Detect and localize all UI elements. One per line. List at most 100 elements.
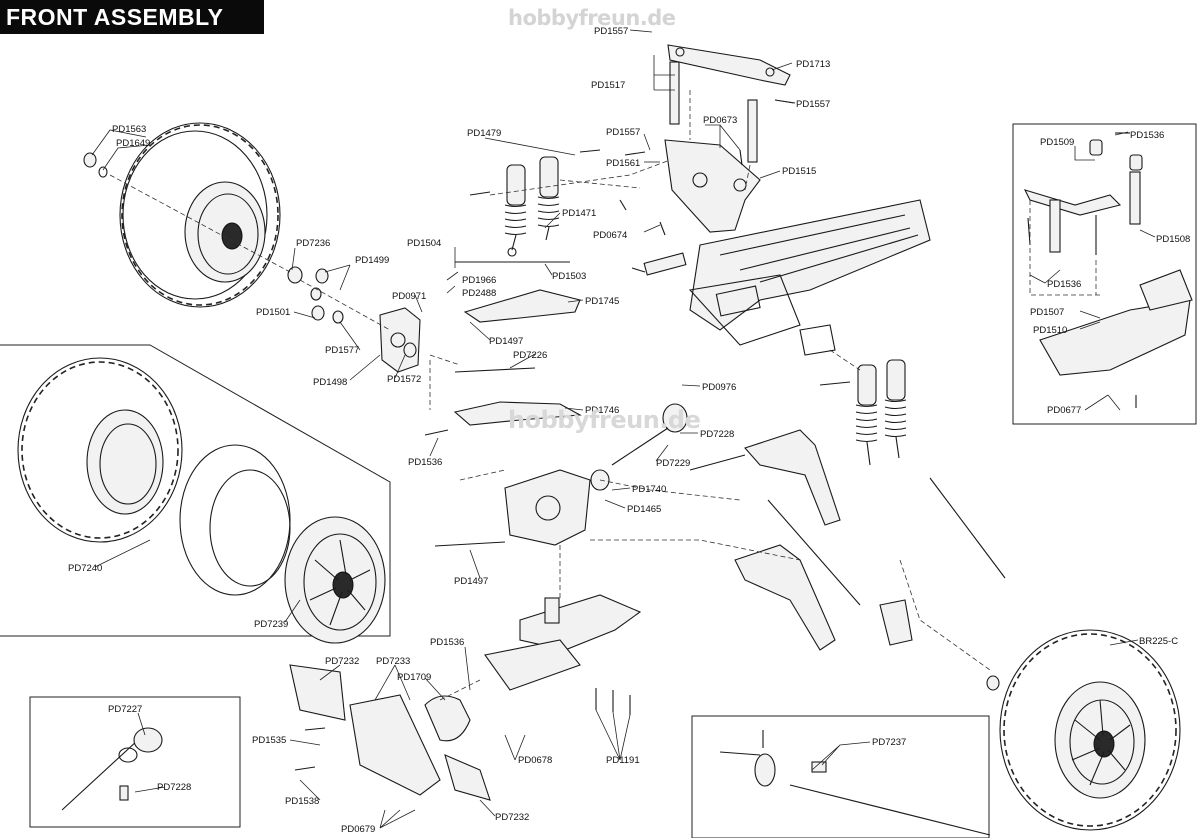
label-pd1497-upper: PD1497 — [489, 336, 523, 347]
label-pd0971: PD0971 — [392, 291, 426, 302]
front-shock-pair — [504, 156, 560, 257]
label-pd0674: PD0674 — [593, 230, 627, 241]
label-pd1740: PD1740 — [632, 484, 666, 495]
bearings-pd1499 — [287, 266, 417, 358]
label-pd1536-bumper: PD1536 — [430, 637, 464, 648]
label-pd1536-inset: PD1536 — [1130, 130, 1164, 141]
front-gearbox — [504, 469, 591, 546]
label-pd1538: PD1538 — [285, 796, 319, 807]
label-pd1499: PD1499 — [355, 255, 389, 266]
tie-rod — [929, 477, 1006, 579]
rear-shock-mount-inset — [1012, 123, 1197, 425]
label-pd7232-lower: PD7232 — [495, 812, 529, 823]
label-pd1745: PD1745 — [585, 296, 619, 307]
label-pd7232-upper: PD7232 — [325, 656, 359, 667]
watermark-center: hobbyfreun.de — [508, 406, 701, 434]
label-pd2488: PD2488 — [462, 288, 496, 299]
driveshaft-pd7229 — [611, 427, 669, 466]
label-pd1479: PD1479 — [467, 128, 501, 139]
hex-nut — [83, 152, 97, 168]
rear-shock-pair — [855, 359, 907, 466]
label-br225c: BR225-C — [1139, 636, 1178, 647]
label-pd0677-inset: PD0677 — [1047, 405, 1081, 416]
leader-lines — [91, 29, 1156, 829]
bulkhead-posts — [544, 597, 560, 624]
front-right-wheel-exploded — [17, 357, 386, 644]
label-pd1746: PD1746 — [585, 405, 619, 416]
wheel-exploded-frame — [0, 344, 391, 637]
label-pd1471: PD1471 — [562, 208, 596, 219]
label-pd1504: PD1504 — [407, 238, 441, 249]
rear-right-wheel — [999, 629, 1181, 831]
label-pd7237: PD7237 — [872, 737, 906, 748]
shock-tower-brace — [667, 44, 791, 163]
label-pd1517: PD1517 — [591, 80, 625, 91]
label-pd1501: PD1501 — [256, 307, 290, 318]
chassis-plate — [688, 199, 931, 356]
label-pd1649: PD1649 — [116, 138, 150, 149]
label-pd0678: PD0678 — [518, 755, 552, 766]
label-pd1557-mid: PD1557 — [606, 127, 640, 138]
label-pd1557-top: PD1557 — [594, 26, 628, 37]
rear-knuckle — [879, 599, 913, 646]
label-pd7236: PD7236 — [296, 238, 330, 249]
driveshaft-inset — [29, 696, 241, 828]
upper-suspension-arm — [463, 289, 581, 323]
assembly-guide-lines — [109, 90, 1100, 701]
rear-lower-arm — [734, 544, 836, 651]
lower-suspension-arm — [453, 401, 582, 426]
front-left-wheel — [119, 122, 281, 308]
label-pd1508: PD1508 — [1156, 234, 1190, 245]
label-pd0976: PD0976 — [702, 382, 736, 393]
label-pd1557-right: PD1557 — [796, 99, 830, 110]
label-pd1497-lower: PD1497 — [454, 576, 488, 587]
watermark-logo: hobbyfreun.de — [508, 6, 676, 30]
inset-driveshaft — [61, 727, 163, 811]
label-pd1709: PD1709 — [397, 672, 431, 683]
camber-link — [767, 499, 861, 606]
part-labels: PD1557 PD1713 PD1517 PD1557 PD1563 PD164… — [68, 26, 1190, 835]
title-banner: FRONT ASSEMBLY — [0, 0, 264, 34]
front-bumper-lower — [444, 754, 491, 801]
label-pd7227: PD7227 — [108, 704, 142, 715]
label-pd7226: PD7226 — [513, 350, 547, 361]
label-pd7239: PD7239 — [254, 619, 288, 630]
label-pd7228: PD7228 — [700, 429, 734, 440]
label-pd7228-inset: PD7228 — [157, 782, 191, 793]
inset-shock-mount-parts — [1023, 139, 1193, 376]
tire-insert — [179, 444, 291, 596]
front-skid-plate — [519, 594, 642, 651]
bumper-brace — [424, 695, 471, 742]
front-bumper-upper — [289, 664, 346, 721]
label-pd1563: PD1563 — [112, 124, 146, 135]
label-pd1498: PD1498 — [313, 377, 347, 388]
label-pd7229: PD7229 — [656, 458, 690, 469]
label-pd1535: PD1535 — [252, 735, 286, 746]
label-pd1536-left: PD1536 — [408, 457, 442, 468]
label-pd1510: PD1510 — [1033, 325, 1067, 336]
inset-cv-driveshaft — [719, 730, 991, 836]
steering-knuckle — [379, 307, 421, 373]
label-pd1561: PD1561 — [606, 158, 640, 169]
label-pd1515: PD1515 — [782, 166, 816, 177]
label-pd1713: PD1713 — [796, 59, 830, 70]
label-pd1572: PD1572 — [387, 374, 421, 385]
page-title: FRONT ASSEMBLY — [6, 4, 224, 30]
bumper-mount — [349, 694, 441, 796]
label-pd1507: PD1507 — [1030, 307, 1064, 318]
hex-nut — [986, 675, 1000, 691]
rear-upper-arm — [744, 429, 841, 526]
label-pd7233: PD7233 — [376, 656, 410, 667]
label-pd0673: PD0673 — [703, 115, 737, 126]
bottom-plate — [484, 639, 581, 691]
washer — [98, 166, 108, 178]
label-pd1966: PD1966 — [462, 275, 496, 286]
cv-driveshaft-inset — [691, 715, 990, 838]
label-pd1509: PD1509 — [1040, 137, 1074, 148]
label-pd1191: PD1191 — [606, 755, 640, 766]
label-pd7240: PD7240 — [68, 563, 102, 574]
steering-link-pd7226 — [454, 367, 536, 373]
label-pd1503: PD1503 — [552, 271, 586, 282]
label-pd1577: PD1577 — [325, 345, 359, 356]
